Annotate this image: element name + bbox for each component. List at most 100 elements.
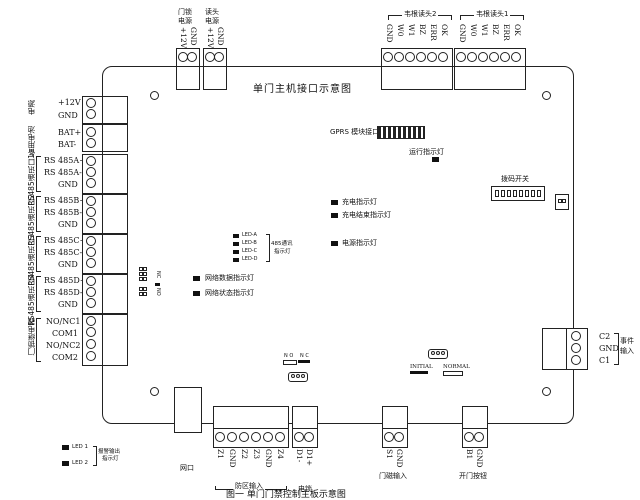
screw-terminal-icon [405, 52, 415, 62]
cable-pin-d1-minus: D1- [295, 449, 304, 463]
rs485-4-bracket [36, 276, 41, 312]
led-icon [331, 200, 338, 205]
power-pin-12v: +12V [58, 98, 81, 107]
rj45-port-icon [174, 387, 202, 433]
rs485-4-plug [102, 274, 128, 314]
screw-terminal-icon [187, 52, 197, 62]
jumper2-marker-right [298, 360, 310, 363]
battery-group-label: 备用电池 [27, 126, 36, 156]
door-power-plug [176, 66, 200, 90]
jumper2-marker-left [283, 360, 297, 365]
screw-terminal-icon [214, 52, 224, 62]
event-pin-gnd: GND [599, 344, 619, 353]
event-label-line2: 输入 [620, 347, 634, 355]
screw-terminal-icon [394, 52, 404, 62]
screw-terminal-icon [474, 432, 484, 442]
cable-pin-d1-plus: D1+ [305, 449, 314, 467]
rs485-1-pin-a-plus: RS 485A+ [44, 156, 86, 165]
zones-pin-z3: Z3 [252, 449, 261, 459]
lock-relay-plug [102, 314, 128, 366]
screw-terminal-icon [86, 327, 96, 337]
screw-terminal-icon [394, 432, 404, 442]
rs485-2-pin-gnd: GND [58, 220, 78, 229]
battery-plug [102, 124, 128, 152]
board-title: 单门主机接口示意图 [253, 84, 352, 95]
rs485-3-pin-c-minus: RS 485C- [44, 248, 83, 257]
rs485-led-bracket [266, 234, 270, 262]
screw-terminal-icon [86, 339, 96, 349]
lock-relay-pin-com1: COM1 [52, 329, 78, 338]
screw-terminal-icon [86, 316, 96, 326]
screw-terminal-icon [86, 298, 96, 308]
battery-pin-plus: BAT+ [58, 128, 82, 137]
run-led-label: 运行指示灯 [409, 148, 444, 156]
screw-terminal-icon [500, 52, 510, 62]
zones-label: 防区输入 [233, 482, 265, 491]
lock-relay-label: 门锁继电器 [27, 318, 36, 356]
mounting-hole-icon [542, 387, 551, 396]
rs485-3-bracket [36, 236, 41, 272]
normal-marker [443, 371, 463, 376]
cable-plug [292, 406, 318, 430]
screw-terminal-icon [464, 432, 474, 442]
reader-power-pin-12v: +12V [206, 27, 215, 49]
screw-terminal-icon [571, 343, 581, 353]
mounting-hole-icon [150, 387, 159, 396]
led-icon [331, 213, 338, 218]
reader2-label: 韦根读头2 [402, 10, 439, 19]
screw-terminal-icon [86, 156, 96, 166]
screw-terminal-icon [86, 207, 96, 217]
led-icon [193, 291, 200, 296]
zones-pin-z1: Z1 [216, 449, 225, 459]
screw-terminal-icon [86, 276, 96, 286]
reader1-label: 韦根读头1 [474, 10, 511, 19]
mounting-hole-icon [150, 91, 159, 100]
screw-terminal-icon [239, 432, 249, 442]
power-led-label: 电源指示灯 [342, 239, 377, 247]
screw-terminal-icon [294, 432, 304, 442]
screw-terminal-icon [416, 52, 426, 62]
lock-relay-pin-com2: COM2 [52, 353, 78, 362]
reader1-pin-gnd: GND [458, 24, 467, 43]
rs485-led-c: LED-C [242, 248, 258, 254]
reader1-pin-w0: W0 [469, 24, 478, 37]
screw-terminal-icon [86, 218, 96, 228]
rs485-2-pin-b-minus: RS 485B- [44, 208, 83, 217]
rs485-4-pin-d-plus: RS 485D+ [44, 276, 87, 285]
gprs-header-icon [377, 126, 425, 139]
charge-led-label: 充电指示灯 [342, 198, 377, 206]
screw-terminal-icon [86, 127, 96, 137]
screw-terminal-icon [467, 52, 477, 62]
event-bracket [614, 333, 619, 365]
rs485-1-bracket [36, 156, 41, 192]
exit-button-plug [462, 406, 488, 430]
power-pin-gnd: GND [58, 111, 78, 120]
exit-button-pin-gnd: GND [475, 449, 484, 468]
led-icon [193, 276, 200, 281]
reader-power-label-line1: 读头 [205, 8, 219, 16]
figure-caption: 图一 单门门禁控制主板示意图 [226, 490, 346, 500]
reader-power-pin-gnd: GND [216, 27, 225, 46]
led-icon [62, 461, 69, 466]
rs485-1-plug [102, 154, 128, 194]
screw-terminal-icon [427, 52, 437, 62]
initial-label: INITIAL [410, 364, 433, 370]
lock-relay-pin-nonc2: NO/NC2 [46, 341, 81, 350]
led-icon [432, 157, 439, 162]
screw-terminal-icon [478, 52, 488, 62]
screw-terminal-icon [227, 432, 237, 442]
power-plug [102, 96, 128, 124]
screw-terminal-icon [86, 351, 96, 361]
rs485-4-pin-gnd: GND [58, 300, 78, 309]
door-sensor-plug [382, 406, 408, 430]
reader1-pin-ok: OK [513, 24, 522, 36]
led-icon [331, 241, 338, 246]
jumper-icon [428, 349, 448, 359]
network-label: 网口 [180, 464, 194, 472]
led-icon [233, 242, 239, 246]
screw-terminal-icon [251, 432, 261, 442]
jumper2-no-label: N O [284, 353, 294, 359]
reader-power-label-line2: 电源 [205, 17, 219, 25]
screw-terminal-icon [86, 236, 96, 246]
rs485-led-a: LED-A [242, 232, 257, 238]
